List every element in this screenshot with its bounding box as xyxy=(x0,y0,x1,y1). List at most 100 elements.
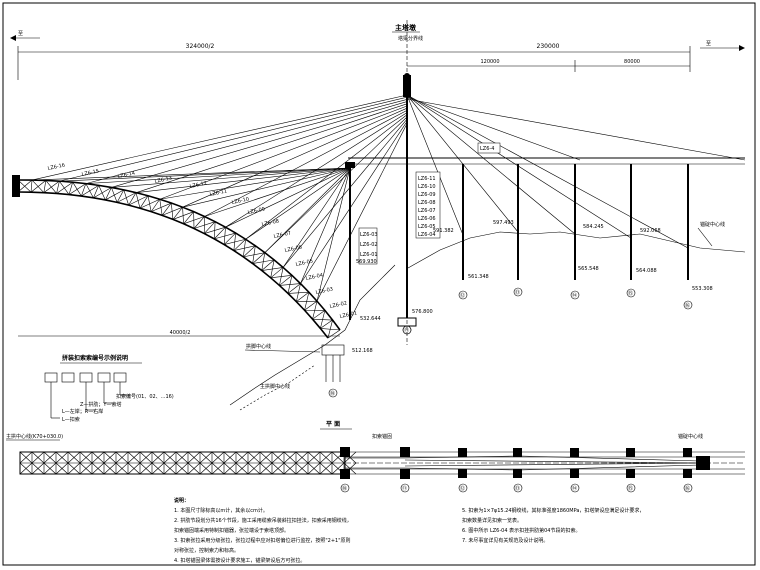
cable-label: LZ6-04 xyxy=(305,272,323,282)
elevation: 569.930 xyxy=(356,259,377,265)
span-sub2-label: 80000 xyxy=(624,59,640,65)
note-line: 5. 扣索为1×7φ15.24钢绞线，其标准强度1860MPa，扣塔架设应满足设… xyxy=(462,508,645,514)
elevation: 532.644 xyxy=(360,316,381,322)
cable-label: LZ6-10 xyxy=(231,196,249,206)
pier-number: ⑱ xyxy=(342,485,347,492)
elevation: 584.245 xyxy=(583,224,604,230)
cable-label: LZ6-13 xyxy=(154,175,172,185)
plan-view: 平 面 主拱中心线(K70+030.0) 扣索锚固 锚碇中心线 xyxy=(6,420,745,493)
cable-tag: LZ6-06 xyxy=(418,216,436,222)
elevation: 592.068 xyxy=(640,228,661,234)
note-line: 对称张拉，控制索力和标高。 xyxy=(174,548,240,554)
legend-line: Z—拱肋；Y—索塔 xyxy=(80,401,121,408)
left-arrow-label: 至 xyxy=(18,31,23,37)
pier-number: ⑬ xyxy=(515,485,520,492)
arch-foundation: 拱脚中心线 主拱脚中心线 xyxy=(229,264,396,411)
bottom-span-label: 40000/2 xyxy=(170,330,191,336)
elevation: 564.088 xyxy=(636,268,657,274)
deck xyxy=(348,157,746,280)
pier-number: ⑮ xyxy=(628,290,633,297)
elevation: 591.382 xyxy=(433,228,454,234)
note-line: 1. 本图尺寸除标高以m计，其余以cm计。 xyxy=(174,508,268,514)
notes-left: 说明： 1. 本图尺寸除标高以m计，其余以cm计。 2. 拱肋节段划分共16个节… xyxy=(174,496,352,566)
cable-tag: LZ6-05 xyxy=(418,224,436,230)
right-top-cable-label: LZ6-4 xyxy=(480,146,494,152)
legend: 拼装扣索索编号示例说明 扣索编号(01、02、...16) Z—拱肋；Y—索塔 … xyxy=(44,354,174,423)
note-line: 扣索锚固端采用特制扣锚器，张拉端设于索塔顶部。 xyxy=(174,528,290,534)
cable-tag: LZ6-08 xyxy=(418,200,436,206)
notes-right: 5. 扣索为1×7φ15.24钢绞线，其标准强度1860MPa，扣塔架设应满足设… xyxy=(462,506,644,546)
main-pier-title: 主塔墩 xyxy=(395,23,417,32)
terrain-label: 拱脚中心线 xyxy=(246,343,271,350)
arch-pier xyxy=(345,162,355,320)
cable-tag: LZ6-01 xyxy=(360,252,378,258)
note-line: 扣索数量详见扣索一览表。 xyxy=(462,518,523,524)
cable-tag: LZ6-03 xyxy=(360,232,378,238)
plan-title: 平 面 xyxy=(326,420,340,428)
cable-label: LZ6-08 xyxy=(261,218,279,228)
cable-tag: LZ6-02 xyxy=(360,242,378,248)
note-line: 3. 扣索张拉采用分级张拉，张拉过程中应对扣塔偏位进行监控，按照"2+1"原则 xyxy=(174,538,351,544)
cable-tag: LZ6-04 xyxy=(418,232,436,238)
anchor-label: 锚碇中心线 xyxy=(700,221,725,228)
pier-number: ⑪ xyxy=(404,327,409,334)
cable-label: LZ6-02 xyxy=(329,300,347,310)
cable-label: LZ6-06 xyxy=(284,244,302,254)
pier-number: ⑯ xyxy=(685,485,690,492)
pier-number: ⑫ xyxy=(460,485,465,492)
plan-right-label: 锚碇中心线 xyxy=(678,433,703,440)
legend-line: L—扣索 xyxy=(62,416,80,423)
cable-tag: LZ6-10 xyxy=(418,184,436,190)
cable-label: LZ6-12 xyxy=(189,180,207,190)
span-left-label: 324000/2 xyxy=(186,43,215,50)
note-line: 2. 拱肋节段划分共16个节段，施工采用缆索吊装斜拉扣挂法，扣索采用钢绞线， xyxy=(174,518,352,524)
elevation-labels: 591.382 597.493 584.245 592.068 561.348 … xyxy=(352,220,713,354)
pier-markers: ⑪ ⑫ ⑬ ⑭ ⑮ ⑯ ⑱ xyxy=(328,287,693,398)
right-arrow-label: 至 xyxy=(706,41,711,47)
pier-number: ⑱ xyxy=(330,390,335,397)
legend-line: 扣索编号(01、02、...16) xyxy=(116,393,174,400)
elevation: 597.493 xyxy=(493,220,514,226)
cable-label: LZ6-05 xyxy=(295,258,313,268)
cable-tag: LZ6-07 xyxy=(418,208,436,214)
plan-mid-label: 扣索锚固 xyxy=(372,433,392,440)
span-right-label: 230000 xyxy=(537,43,560,50)
main-tower xyxy=(397,73,417,335)
pier-number: ⑫ xyxy=(460,292,465,299)
right-cable-tags: LZ6-4 LZ6-11 LZ6-10 LZ6-09 LZ6-08 LZ6-07… xyxy=(358,142,501,265)
elevation: 565.548 xyxy=(578,266,599,272)
legend-line: L—左岸；R—右岸 xyxy=(62,408,103,415)
note-line: 4. 扣塔锚固梁体需按设计要求施工，锚梁架设后方可张拉。 xyxy=(174,558,306,564)
note-line: 7. 未尽事宜详见有关规范及设计说明。 xyxy=(462,538,549,544)
legend-title: 拼装扣索索编号示例说明 xyxy=(62,354,128,362)
cable-label: LZ6-07 xyxy=(273,230,291,240)
pier-number: ⑭ xyxy=(572,485,577,492)
cable-tag: LZ6-09 xyxy=(418,192,436,198)
elevation: 512.168 xyxy=(352,348,373,354)
pier-number: ⑪ xyxy=(402,485,407,492)
cable-label: LZ6-03 xyxy=(315,286,333,296)
span-sub1-label: 120000 xyxy=(480,59,499,65)
pier-number: ⑭ xyxy=(572,292,577,299)
cable-label: LZ6-11 xyxy=(209,188,227,198)
cable-tag: LZ6-11 xyxy=(418,176,436,182)
elevation: 553.308 xyxy=(692,286,713,292)
main-pier-sub: 塔梁分界线 xyxy=(398,35,423,42)
note-line: 6. 图中所示 LZ6-04 表示扣挂拱肋第04节段的扣索。 xyxy=(462,528,581,534)
cable-label: LZ6-14 xyxy=(117,170,135,180)
top-dimension-lines: 至 至 324000/2 230000 120000 80000 主塔墩 塔梁分… xyxy=(10,20,745,345)
plan-left-label: 主拱中心线(K70+030.0) xyxy=(6,433,63,440)
stay-cables xyxy=(31,94,746,302)
pier-number: ⑮ xyxy=(628,485,633,492)
pier-number: ⑬ xyxy=(515,289,520,296)
elevation: 561.348 xyxy=(468,274,489,280)
cable-label: LZ6-16 xyxy=(47,162,65,172)
cable-label: LZ6-01 xyxy=(339,310,357,320)
terrain-label: 主拱脚中心线 xyxy=(260,383,290,390)
pier-number: ⑯ xyxy=(685,302,690,309)
cable-label: LZ6-15 xyxy=(81,168,99,178)
notes-heading: 说明： xyxy=(174,498,190,504)
